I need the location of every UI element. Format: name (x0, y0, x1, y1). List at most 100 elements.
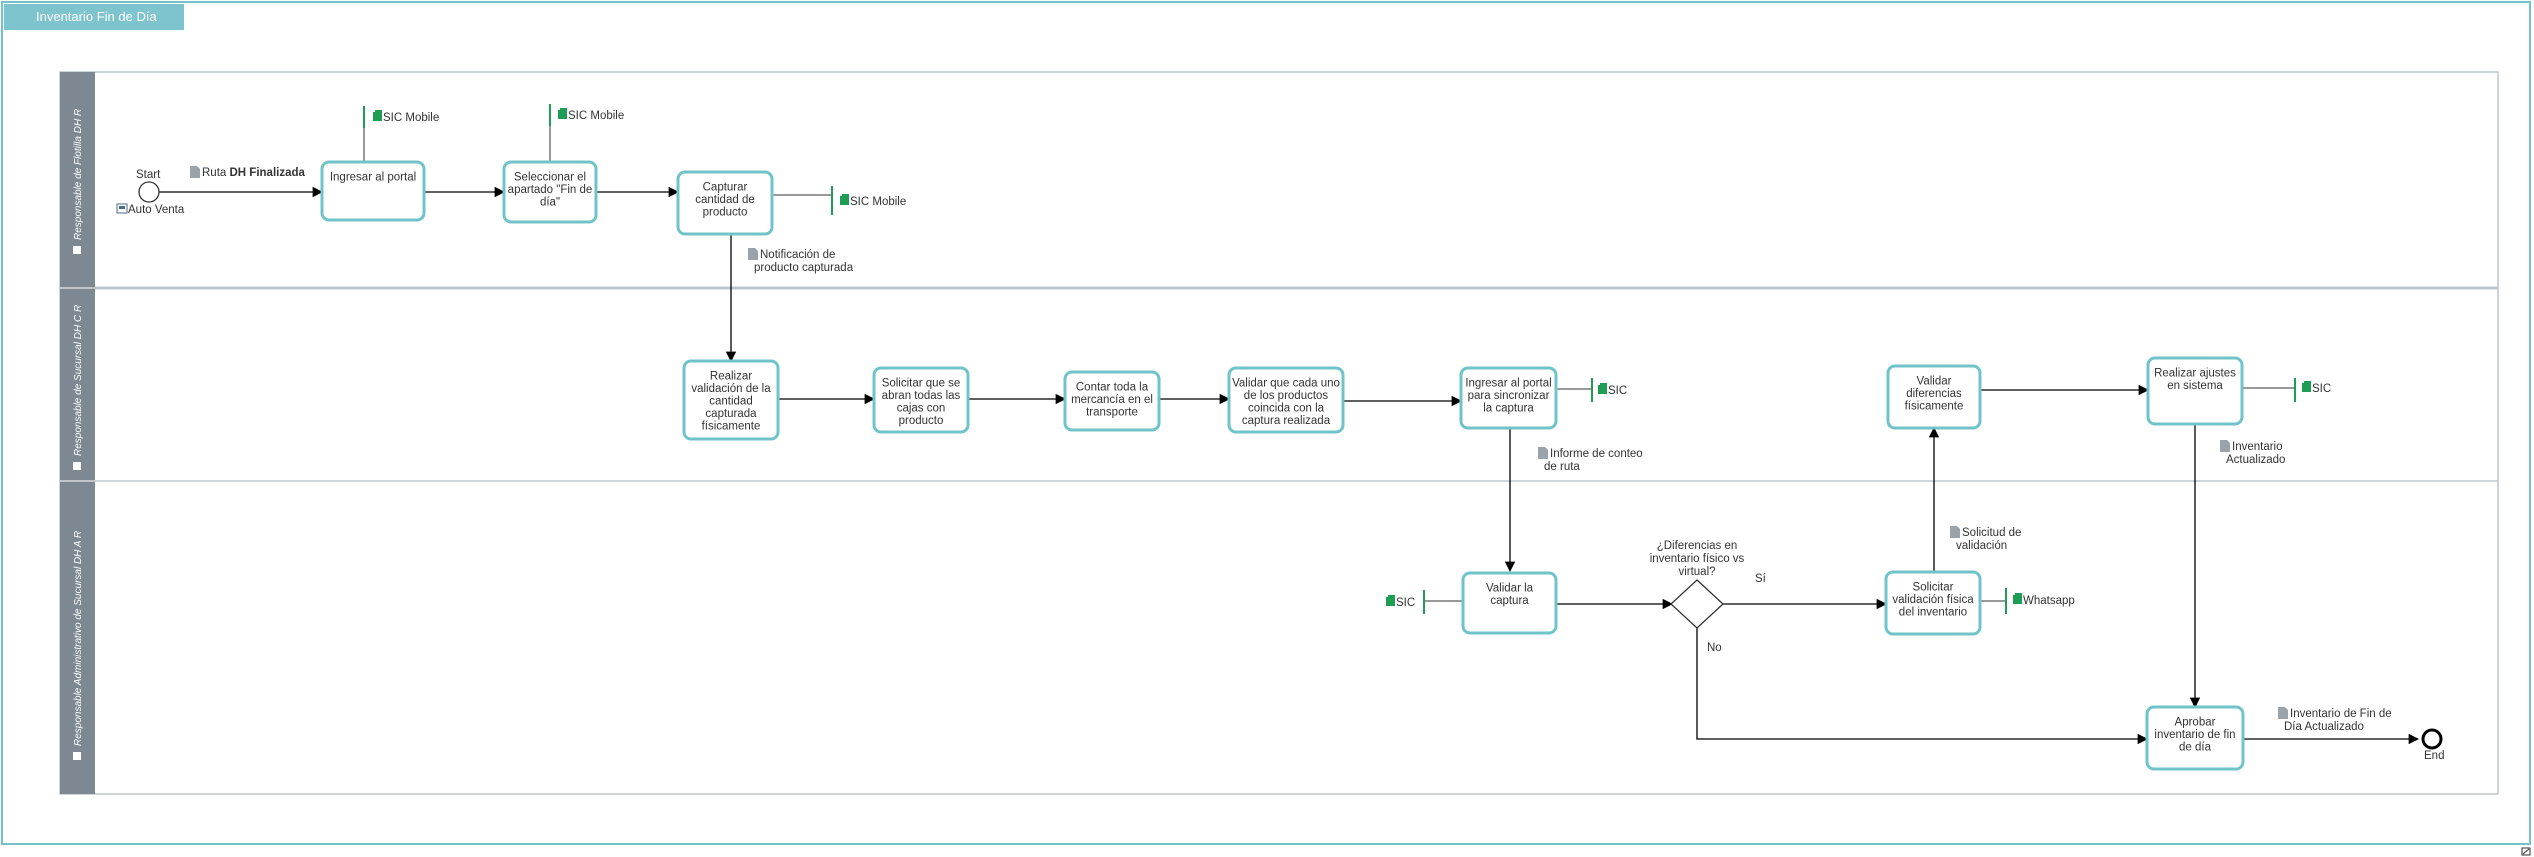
task-label-line: Validar la (1486, 583, 1534, 595)
task-box (676, 170, 774, 236)
task-label-line: de día (2179, 742, 2212, 754)
document-icon (190, 166, 200, 178)
flow-arrow-no[interactable] (1696, 628, 2149, 745)
task-label-line: Aprobar (2175, 717, 2216, 729)
task-label-line: Validar que cada uno (1232, 378, 1340, 390)
task-box (1227, 366, 1345, 434)
document-icon (2220, 440, 2230, 452)
system-sic[interactable]: SIC (1598, 383, 1627, 397)
task-ingresar-portal[interactable]: Ingresar al portal (320, 160, 426, 222)
lane-header-1[interactable]: Responsable de Flotilla DH R (73, 109, 84, 254)
task-box (502, 160, 598, 224)
lane-label-1: Responsable de Flotilla DH R (73, 109, 84, 240)
task-label-line: Realizar (710, 371, 752, 383)
task-box (1459, 366, 1558, 430)
system-label: SIC Mobile (568, 110, 624, 122)
tasks: Ingresar al portal Seleccionar elapartado… (320, 160, 2245, 771)
task-label-line: para sincronizar (1468, 390, 1550, 402)
document-icon (1950, 526, 1960, 538)
task-box (2145, 705, 2245, 771)
task-label-line: cantidad (709, 396, 752, 408)
task-box (1886, 364, 1982, 430)
end-event[interactable] (2421, 728, 2443, 750)
start-attachment[interactable]: Auto Venta (116, 203, 185, 216)
document-icon (2278, 707, 2288, 719)
gateway-yes-label: Sí (1755, 573, 1767, 585)
pool-header (60, 72, 95, 794)
task-label-line: Solicitar (1913, 582, 1954, 594)
gateway-no-label: No (1707, 642, 1722, 654)
task-box (872, 366, 970, 434)
start-event[interactable] (138, 181, 160, 203)
lane-header-2[interactable]: Responsable de Sucursal DH C R (73, 305, 84, 470)
system-label: Whatsapp (2023, 595, 2075, 607)
task-label-line: captura realizada (1242, 415, 1331, 427)
task-label-line: Solicitar que se (882, 378, 961, 390)
task-box (1884, 570, 1982, 636)
task-label-line: apartado "Fin de (508, 184, 593, 196)
task-label-line: Validar (1917, 376, 1952, 388)
decision-gateway[interactable] (1670, 579, 1724, 629)
resize-handle-icon[interactable] (2521, 847, 2531, 856)
task-label-line: capturada (705, 408, 757, 420)
lane-icon (73, 752, 81, 760)
task-box (2146, 356, 2244, 426)
application-icon (558, 110, 567, 119)
lane-icon (73, 462, 81, 470)
document-label-line: Actualizado (2226, 454, 2285, 466)
task-label-line: Ingresar al portal (330, 172, 416, 184)
gateway-question-line: inventario físico vs (1650, 553, 1745, 565)
system-sic-mobile[interactable]: SIC Mobile (558, 108, 624, 122)
application-icon (840, 196, 849, 205)
lane-icon (73, 246, 81, 254)
application-icon (1386, 597, 1395, 606)
task-label-line: Capturar (703, 182, 748, 194)
document-ruta-finalizada[interactable]: Ruta DH Finalizada (190, 166, 306, 179)
task-label-line: de los productos (1244, 390, 1329, 402)
lane-header-3[interactable]: Responsable Administrativo de Sucursal D… (73, 531, 84, 760)
document-label-line: Inventario (2232, 441, 2283, 453)
task-label-line: cajas con (897, 403, 946, 415)
task-label-line: abran todas las (882, 390, 961, 402)
task-label-line: físicamente (702, 421, 761, 433)
task-label-line: producto (703, 207, 748, 219)
system-whatsapp[interactable]: Whatsapp (2013, 593, 2075, 607)
task-label-line: Seleccionar el (514, 172, 586, 184)
system-sic[interactable]: SIC (1386, 595, 1415, 609)
lane-label-2: Responsable de Sucursal DH C R (73, 305, 84, 456)
title-tab[interactable] (4, 4, 184, 30)
system-sic-mobile[interactable]: SIC Mobile (840, 194, 906, 208)
task-label-line: validación de la (691, 383, 771, 395)
diagram-title: Inventario Fin de Día (36, 9, 157, 24)
system-sic[interactable]: SIC (2302, 381, 2331, 395)
system-label: SIC (2312, 383, 2331, 395)
task-label-line: del inventario (1899, 607, 1967, 619)
start-event-label: Start (136, 169, 161, 181)
task-label-line: la captura (1483, 403, 1534, 415)
system-sic-mobile[interactable]: SIC Mobile (373, 110, 439, 124)
task-label-line: transporte (1086, 407, 1138, 419)
application-icon (373, 112, 382, 121)
application-icon (1598, 385, 1607, 394)
system-label: SIC Mobile (383, 112, 439, 124)
